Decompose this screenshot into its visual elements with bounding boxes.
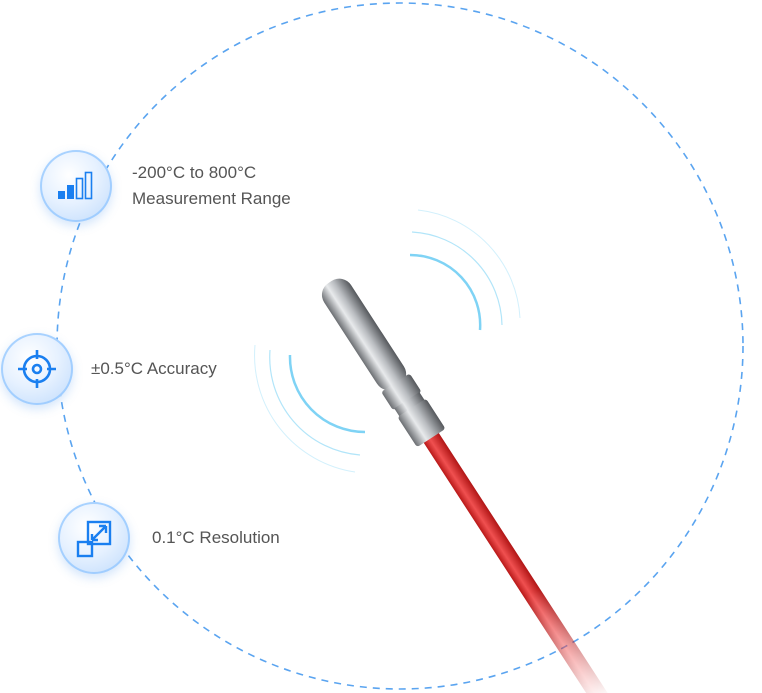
feature-title: ±0.5°C Accuracy: [91, 359, 217, 378]
dashed-orbit: [56, 2, 744, 690]
feature-title: Measurement Range: [132, 189, 291, 208]
feature-resolution: 0.1°C Resolution: [58, 502, 280, 574]
temperature-probe: [321, 278, 613, 693]
resize-arrow-icon: [58, 502, 130, 574]
feature-measurement-range: -200°C to 800°C Measurement Range: [40, 150, 291, 222]
feature-value: -200°C to 800°C: [132, 163, 257, 182]
crosshair-target-icon: [1, 333, 73, 405]
signal-waves-lower: [254, 344, 366, 473]
feature-accuracy: ±0.5°C Accuracy: [1, 333, 217, 405]
signal-bars-icon: [40, 150, 112, 222]
signal-waves-upper: [409, 209, 521, 331]
feature-title: 0.1°C Resolution: [152, 528, 280, 547]
